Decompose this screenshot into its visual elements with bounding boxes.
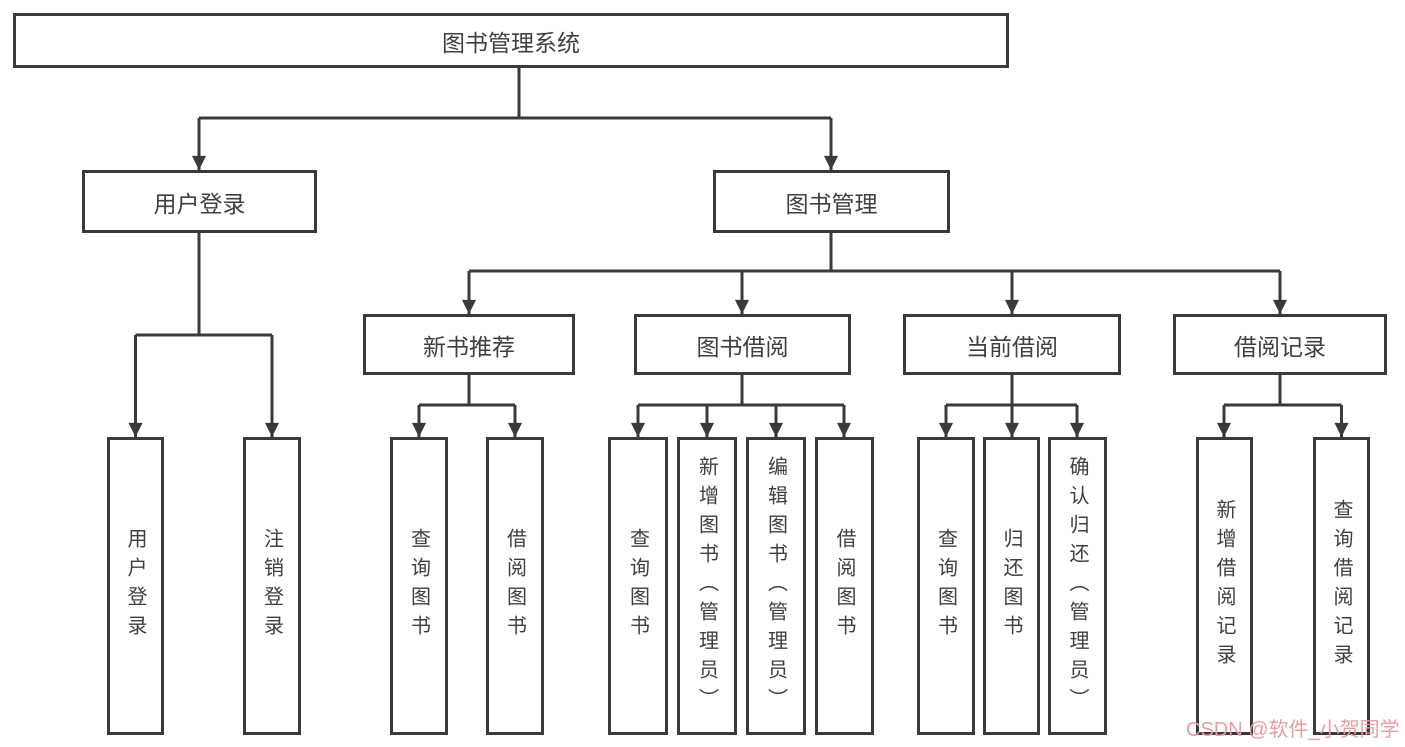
leaf-user-login: 用户登录 [107,437,164,735]
leaf-user-login-label: 用户登录 [124,528,146,644]
node-library-management-system-label: 图书管理系统 [442,29,580,56]
node-book-borrowing-label: 图书借阅 [696,333,789,360]
node-book-management-label: 图书管理 [785,190,878,217]
leaf-br-add-record-label: 新增借阅记录 [1213,499,1235,673]
leaf-bb-query-books: 查询图书 [608,437,668,735]
node-borrowing-records: 借阅记录 [1173,314,1387,375]
leaf-nb-borrow-books-label: 借阅图书 [503,528,526,644]
leaf-cb-confirm-return-admin: 确认归还（管理员） [1048,437,1107,735]
leaf-bb-add-books-admin-label: 新增图书（管理员） [695,455,718,717]
leaf-nb-query-books-label: 查询图书 [407,528,430,644]
csdn-watermark: CSDN @软件_小贺同学 [1186,719,1400,741]
leaf-logout-login: 注销登录 [243,437,301,735]
leaf-cb-query-books: 查询图书 [917,437,975,735]
node-library-management-system: 图书管理系统 [13,13,1009,68]
leaf-cb-return-books: 归还图书 [983,437,1040,735]
leaf-bb-edit-books-admin-label: 编辑图书（管理员） [764,455,787,717]
leaf-logout-login-label: 注销登录 [260,528,283,644]
node-new-book-recommend-label: 新书推荐 [423,333,515,360]
node-book-management: 图书管理 [713,170,950,233]
node-new-book-recommend: 新书推荐 [363,314,575,375]
node-book-borrowing: 图书借阅 [634,314,851,375]
leaf-bb-query-books-label: 查询图书 [626,528,649,644]
leaf-br-query-record-label: 查询借阅记录 [1330,499,1352,673]
leaf-cb-query-books-label: 查询图书 [934,528,957,644]
leaf-bb-borrow-books: 借阅图书 [815,437,874,735]
leaf-nb-query-books: 查询图书 [390,437,448,735]
leaf-cb-return-books-label: 归还图书 [1000,528,1022,644]
node-current-borrowing-label: 当前借阅 [966,333,1058,360]
leaf-br-add-record: 新增借阅记录 [1196,437,1253,735]
leaf-bb-borrow-books-label: 借阅图书 [833,528,855,644]
leaf-br-query-record: 查询借阅记录 [1313,437,1370,735]
node-current-borrowing: 当前借阅 [903,314,1121,375]
leaf-bb-edit-books-admin: 编辑图书（管理员） [746,437,806,735]
node-user-login-label: 用户登录 [153,190,246,217]
node-user-login: 用户登录 [82,170,317,233]
node-borrowing-records-label: 借阅记录 [1234,333,1326,360]
leaf-nb-borrow-books: 借阅图书 [486,437,544,735]
leaf-bb-add-books-admin: 新增图书（管理员） [677,437,737,735]
leaf-cb-confirm-return-admin-label: 确认归还（管理员） [1066,455,1088,717]
